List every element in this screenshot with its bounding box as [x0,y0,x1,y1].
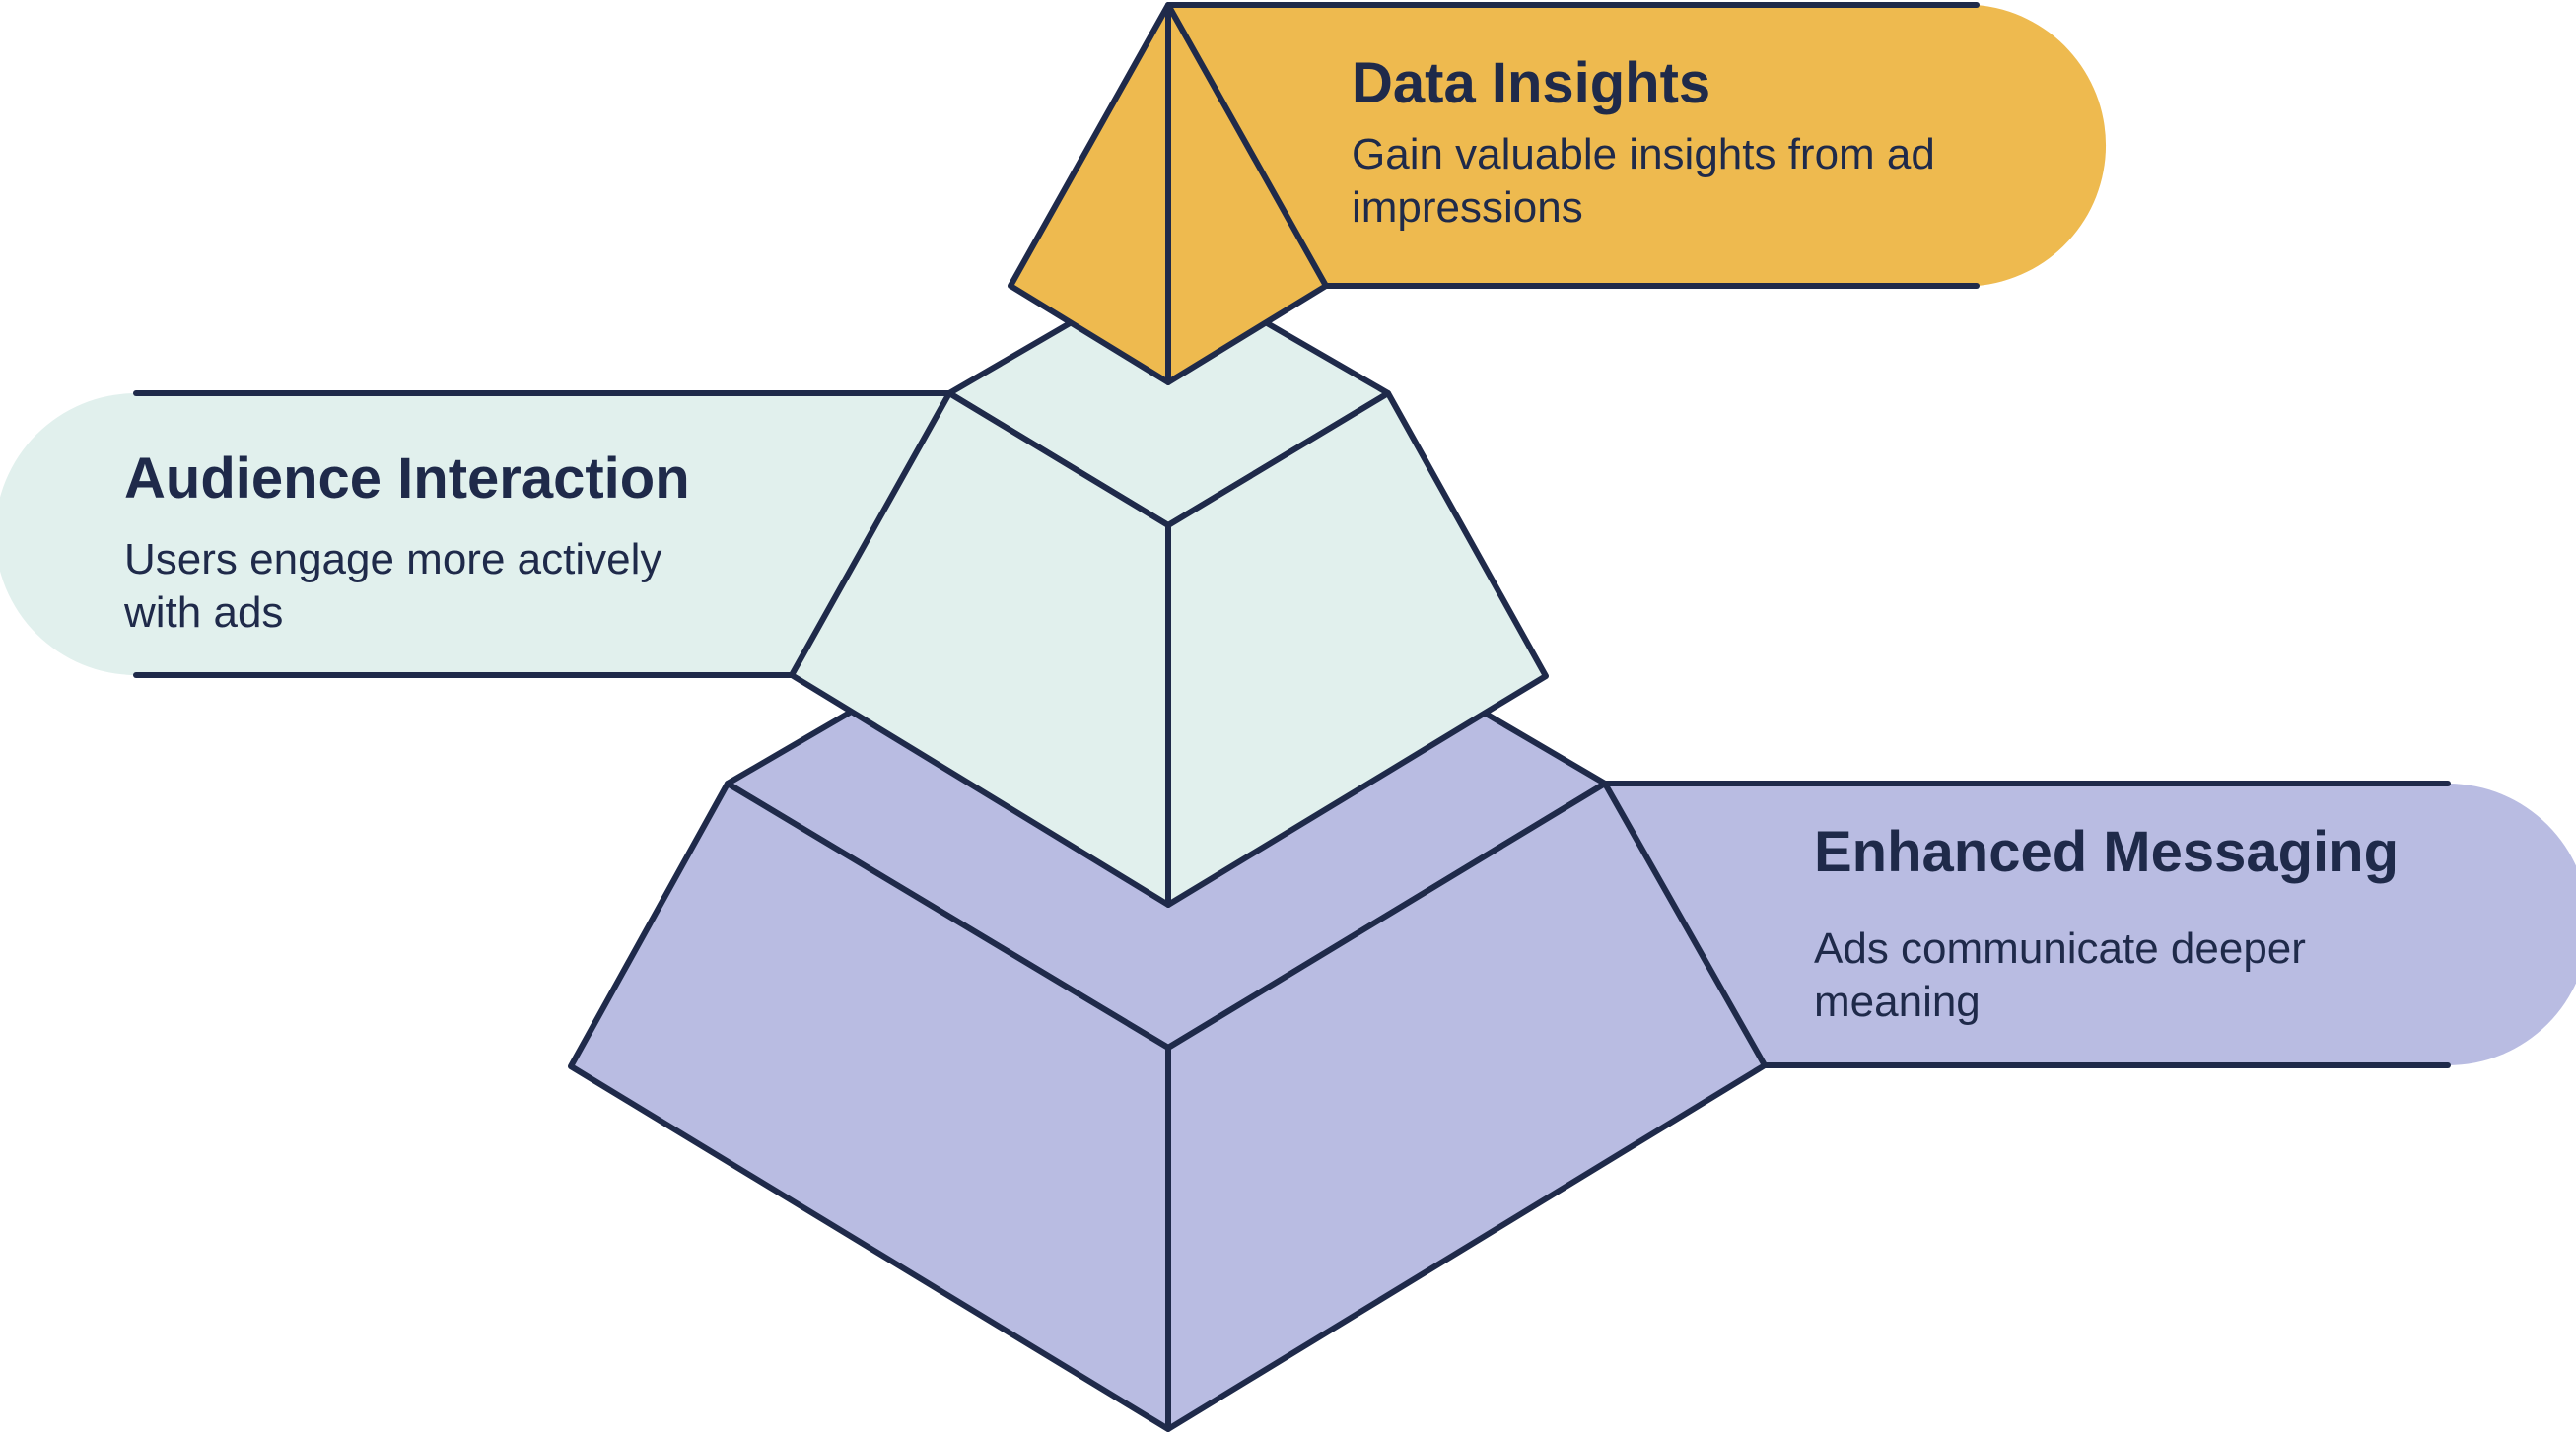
data-insights-left-face [1008,2,1171,385]
enhanced-messaging-description: Ads communicate deeper meaning [1814,924,2318,1026]
data-insights-description-line-1: Gain valuable insights from ad [1352,130,1935,178]
enhanced-messaging-right-face [1165,781,1768,1432]
layer-data-insights: Data Insights Gain valuable insights fro… [1008,2,2107,385]
layer-audience-interaction: Audience Interaction Users engage more a… [0,263,1549,908]
audience-interaction-description: Users engage more actively with ads [123,535,674,637]
data-insights-title: Data Insights [1352,51,1710,115]
data-insights-description-line-2: impressions [1352,183,1583,232]
data-insights-label-band [1168,5,2107,286]
enhanced-messaging-label-band [1605,784,2576,1065]
data-insights-right-face [1165,2,1329,385]
enhanced-messaging-title: Enhanced Messaging [1814,820,2399,884]
audience-interaction-title: Audience Interaction [124,446,690,511]
audience-interaction-description-line-2: with ads [123,588,283,637]
enhanced-messaging-description-line-2: meaning [1814,978,1981,1026]
audience-interaction-label-band [0,393,949,675]
audience-interaction-description-line-1: Users engage more actively [124,535,661,583]
audience-interaction-right-face [1165,390,1549,908]
data-insights-description: Gain valuable insights from ad impressio… [1352,130,1947,232]
enhanced-messaging-description-line-1: Ads communicate deeper [1814,924,2306,973]
